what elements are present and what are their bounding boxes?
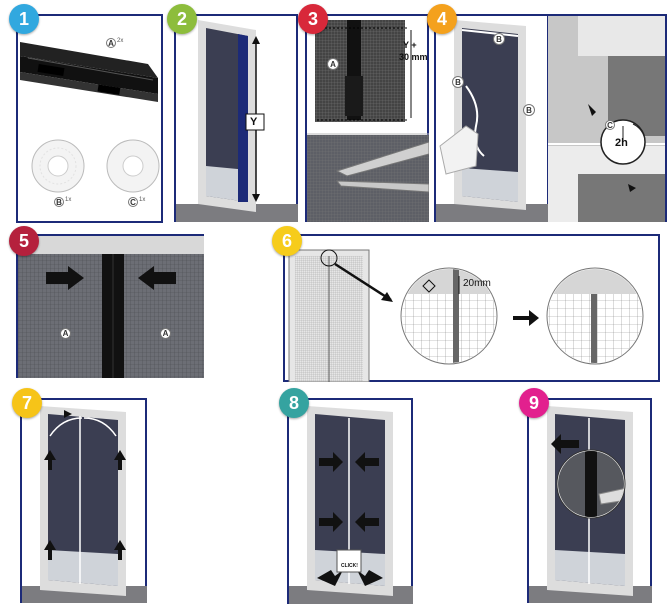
step-6-panel: 20mm [283,234,660,382]
step-7-badge: 7 [12,388,42,418]
trim-curtain-illustration [288,249,644,382]
step-2-badge: 2 [167,4,197,34]
step-7-panel [20,398,147,603]
label-b-right: B [523,104,535,116]
part-a-label: A [106,38,116,48]
cut-strip-illustration [307,20,429,222]
step-8-badge: 8 [279,388,309,418]
part-a-quantity: 2x [117,38,124,44]
mount-curtain-illustration [22,406,147,603]
label-c: C [605,120,615,130]
step-5-badge: 5 [9,226,39,256]
attach-tape-illustration [436,20,549,222]
part-b-quantity: 1x [65,197,72,203]
step-1-panel: A 2x B 1x C 1x [16,14,163,223]
door-measure-illustration [176,20,298,222]
step-9-panel [527,398,652,603]
step-1-badge: 1 [9,4,39,34]
step-3-badge: 3 [298,4,328,34]
label-b-top: B [493,33,505,45]
step-2-panel: Y [174,14,298,222]
label-b-left: B [452,76,464,88]
label-a-right: A [160,328,171,339]
step-9-badge: 9 [519,388,549,418]
tape-detail-illustration [548,16,665,222]
step-4-detail-panel: 2h C [548,14,667,222]
step-4-badge: 4 [427,4,457,34]
join-curtain-illustration [18,236,204,378]
part-a-label: A [327,58,339,70]
magnetic-strip-illustration [20,42,160,193]
part-c-quantity: 1x [139,197,146,203]
cut-measure-label: 20mm [463,278,491,289]
label-a-left: A [60,328,71,339]
finished-curtain-illustration [529,406,652,603]
measure-label-2: 30 mm [399,52,428,62]
step-6-badge: 6 [272,226,302,256]
measure-y-label: Y [250,116,258,128]
measure-label: Y + [403,40,417,50]
step-8-panel: CLICK! [287,398,413,604]
press-curtain-illustration [289,406,413,604]
step-4-panel: B B B [434,14,549,222]
part-b-label: B [54,197,64,207]
click-label: CLICK! [341,563,358,569]
wait-time-label: 2h [615,137,628,149]
step-5-panel: A A [16,234,204,378]
step-3-panel: A Y + 30 mm [305,14,429,222]
part-c-label: C [128,197,138,207]
